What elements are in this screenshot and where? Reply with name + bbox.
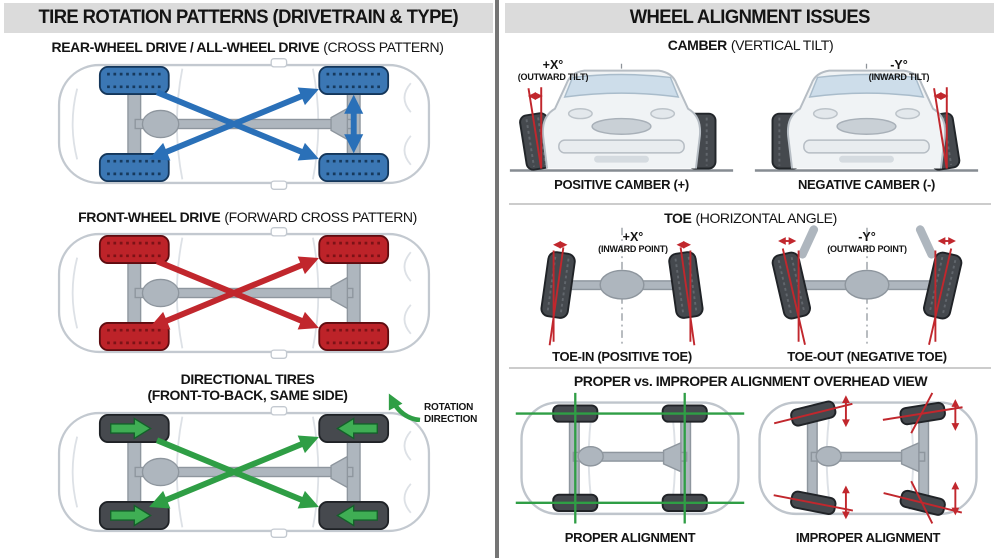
camber-angle-annotation bbox=[933, 87, 949, 169]
negative-camber-caption: NEGATIVE CAMBER (-) bbox=[797, 177, 936, 192]
misaligned-wheel bbox=[773, 400, 853, 427]
windshield bbox=[563, 73, 680, 98]
left-panel-title: TIRE ROTATION PATTERNS (DRIVETRAIN & TYP… bbox=[38, 7, 459, 28]
rotation-direction-label: ROTATION DIRECTION bbox=[424, 402, 478, 425]
section-divider bbox=[509, 203, 991, 205]
axle bbox=[792, 269, 942, 300]
right-title-band: WHEEL ALIGNMENT ISSUES bbox=[505, 3, 994, 33]
proper-alignment-caption: PROPER ALIGNMENT bbox=[564, 530, 696, 545]
negative-camber-diagram bbox=[754, 63, 979, 172]
section-title-fwd: FRONT-WHEEL DRIVE(FORWARD CROSS PATTERN) bbox=[78, 209, 417, 225]
left-wheel bbox=[540, 247, 576, 346]
section-title-directional-line2: (FRONT-TO-BACK, SAME SIDE) bbox=[147, 387, 348, 403]
toe-heading: TOE(HORIZONTAL ANGLE) bbox=[664, 210, 837, 226]
red-tires bbox=[98, 234, 390, 352]
toe-out-angle-label: -Y° (OUTWARD POINT) bbox=[827, 230, 907, 254]
toe-in-angle-label: +X° (INWARD POINT) bbox=[598, 230, 668, 254]
section-title-directional-line1: DIRECTIONAL TIRES bbox=[180, 371, 315, 387]
tire-direction-arrow-icon bbox=[110, 417, 152, 440]
negative-camber-angle-label: -Y° (INWARD TILT) bbox=[868, 58, 930, 82]
windshield bbox=[808, 73, 925, 98]
directional-tires-diagram bbox=[57, 406, 431, 538]
tire-direction-arrow-icon bbox=[110, 504, 152, 527]
panel-divider bbox=[495, 0, 499, 558]
front-to-back-arrows bbox=[149, 435, 319, 509]
toe-out-caption: TOE-OUT (NEGATIVE TOE) bbox=[787, 349, 947, 364]
directional-tires bbox=[98, 413, 390, 531]
alignment-grid-lines bbox=[515, 392, 745, 524]
right-wheel bbox=[668, 247, 704, 346]
right-wheel bbox=[923, 248, 963, 345]
fwd-forward-cross-pattern-diagram bbox=[57, 227, 431, 359]
forward-cross-arrows bbox=[149, 256, 319, 330]
right-panel-title: WHEEL ALIGNMENT ISSUES bbox=[629, 7, 870, 28]
rotation-direction-arrow-icon bbox=[388, 393, 421, 422]
proper-alignment-diagram bbox=[515, 392, 745, 524]
wheel-alignment-panel: WHEEL ALIGNMENT ISSUES CAMBER(VERTICAL T… bbox=[501, 0, 1000, 558]
rwd-awd-cross-pattern-diagram bbox=[57, 58, 431, 190]
camber-heading: CAMBER(VERTICAL TILT) bbox=[667, 37, 834, 53]
camber-angle-annotation bbox=[527, 87, 543, 169]
tire-rotation-panel: TIRE ROTATION PATTERNS (DRIVETRAIN & TYP… bbox=[0, 0, 495, 558]
positive-camber-angle-label: +X° (OUTWARD TILT) bbox=[517, 58, 589, 82]
toe-in-caption: TOE-IN (POSITIVE TOE) bbox=[552, 349, 692, 364]
misaligned-wheel bbox=[882, 401, 963, 426]
grille bbox=[836, 117, 897, 135]
steering-arms bbox=[798, 225, 936, 259]
improper-alignment-diagram bbox=[758, 392, 978, 524]
left-title-band: TIRE ROTATION PATTERNS (DRIVETRAIN & TYP… bbox=[4, 3, 493, 33]
misaligned-wheel bbox=[773, 490, 854, 516]
blue-tires bbox=[98, 65, 390, 183]
left-wheel bbox=[771, 248, 811, 345]
grille bbox=[591, 117, 652, 135]
tire-direction-arrow-icon bbox=[336, 417, 378, 440]
tire-direction-arrow-icon bbox=[336, 504, 378, 527]
toe-out-diagram bbox=[771, 225, 963, 346]
section-title-rwd-awd: REAR-WHEEL DRIVE / ALL-WHEEL DRIVE(CROSS… bbox=[51, 39, 444, 55]
alignment-heading: PROPER vs. IMPROPER ALIGNMENT OVERHEAD V… bbox=[573, 373, 928, 389]
misalignment-arrows bbox=[842, 392, 960, 524]
positive-camber-caption: POSITIVE CAMBER (+) bbox=[554, 177, 689, 192]
positive-camber-diagram bbox=[509, 63, 734, 172]
improper-alignment-caption: IMPROPER ALIGNMENT bbox=[795, 530, 941, 545]
section-divider bbox=[509, 367, 991, 369]
toe-in-diagram bbox=[540, 227, 704, 346]
cross-pattern-arrows bbox=[149, 87, 364, 161]
